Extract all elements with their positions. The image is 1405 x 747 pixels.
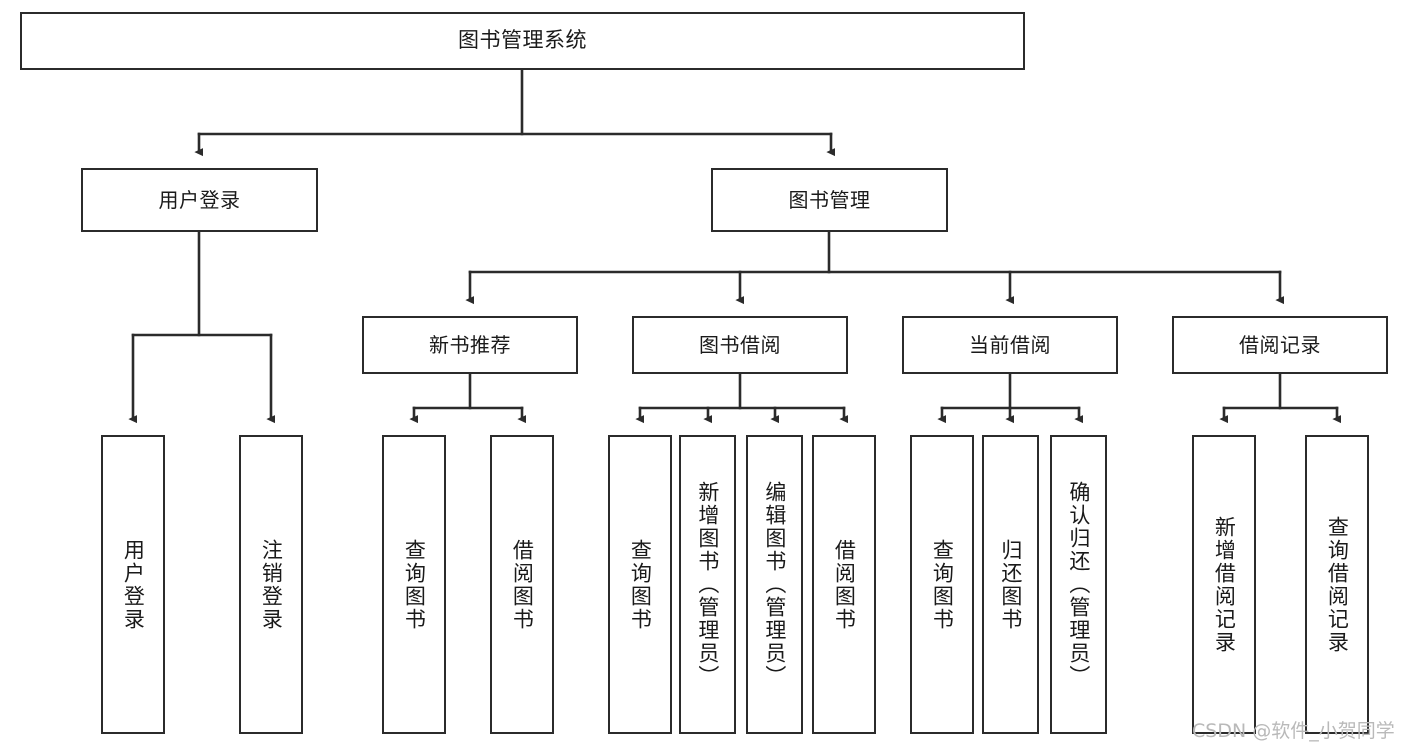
node-label: 注销登录 bbox=[259, 538, 284, 631]
node-root-library-management-system[interactable]: 图书管理系统 bbox=[20, 12, 1025, 70]
node-book-borrow[interactable]: 图书借阅 bbox=[632, 316, 848, 374]
node-borrow-record[interactable]: 借阅记录 bbox=[1172, 316, 1388, 374]
leaf-add-borrow-record[interactable]: 新增借阅记录 bbox=[1192, 435, 1256, 734]
node-label: 借阅图书 bbox=[510, 538, 535, 631]
node-label: 查询图书 bbox=[628, 538, 653, 631]
node-label: 借阅记录 bbox=[1239, 332, 1321, 357]
csdn-watermark: CSDN @软件_小贺同学 bbox=[1192, 720, 1395, 742]
node-label: 图书管理系统 bbox=[458, 28, 587, 53]
node-label: 当前借阅 bbox=[969, 332, 1051, 357]
leaf-query-borrow-record[interactable]: 查询借阅记录 bbox=[1305, 435, 1369, 734]
node-label: 查询图书 bbox=[930, 538, 955, 631]
leaf-edit-book-admin[interactable]: 编辑图书（管理员） bbox=[746, 435, 803, 734]
leaf-return-book[interactable]: 归还图书 bbox=[982, 435, 1039, 734]
node-label: 查询借阅记录 bbox=[1325, 515, 1350, 654]
node-label: 归还图书 bbox=[998, 538, 1023, 631]
node-label: 借阅图书 bbox=[832, 538, 857, 631]
node-label: 新增图书（管理员） bbox=[695, 481, 720, 688]
node-book-management[interactable]: 图书管理 bbox=[711, 168, 948, 232]
node-label: 新增借阅记录 bbox=[1212, 515, 1237, 654]
node-label: 编辑图书（管理员） bbox=[762, 481, 787, 688]
node-new-book-recommendation[interactable]: 新书推荐 bbox=[362, 316, 578, 374]
node-current-borrow[interactable]: 当前借阅 bbox=[902, 316, 1118, 374]
leaf-add-book-admin[interactable]: 新增图书（管理员） bbox=[679, 435, 736, 734]
leaf-query-book-recommend[interactable]: 查询图书 bbox=[382, 435, 446, 734]
node-user-login[interactable]: 用户登录 bbox=[81, 168, 318, 232]
node-label: 图书借阅 bbox=[699, 332, 781, 357]
node-label: 新书推荐 bbox=[429, 332, 511, 357]
leaf-user-logout[interactable]: 注销登录 bbox=[239, 435, 303, 734]
leaf-query-book-current[interactable]: 查询图书 bbox=[910, 435, 974, 734]
node-label: 查询图书 bbox=[402, 538, 427, 631]
leaf-borrow-book[interactable]: 借阅图书 bbox=[812, 435, 876, 734]
leaf-confirm-return-admin[interactable]: 确认归还（管理员） bbox=[1050, 435, 1107, 734]
node-label: 图书管理 bbox=[788, 187, 871, 212]
leaf-query-book-borrow[interactable]: 查询图书 bbox=[608, 435, 672, 734]
leaf-user-login[interactable]: 用户登录 bbox=[101, 435, 165, 734]
leaf-borrow-book-recommend[interactable]: 借阅图书 bbox=[490, 435, 554, 734]
node-label: 确认归还（管理员） bbox=[1066, 481, 1091, 688]
node-label: 用户登录 bbox=[158, 187, 241, 212]
node-label: 用户登录 bbox=[121, 538, 146, 631]
